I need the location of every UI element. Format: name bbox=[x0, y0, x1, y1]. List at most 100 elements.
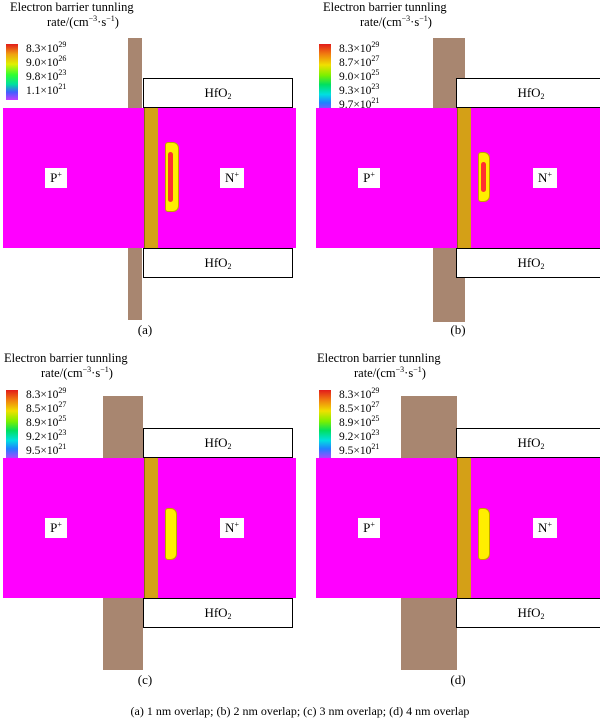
n-plus-text: N bbox=[225, 520, 235, 535]
legend-value: 9.5×10 bbox=[26, 445, 59, 457]
legend-entry: 8.9×1025 bbox=[339, 415, 379, 430]
legend-value: 8.5×10 bbox=[339, 403, 372, 415]
legend-entry: 8.3×1029 bbox=[339, 41, 379, 56]
legend-exponent: 23 bbox=[371, 82, 380, 91]
n-plus-label: N+ bbox=[533, 168, 557, 188]
hfo2-top-label: HfO bbox=[204, 85, 228, 100]
legend-colorbar bbox=[319, 44, 331, 114]
hfo2-subscript: 2 bbox=[227, 92, 232, 101]
legend-entry: 8.3×1029 bbox=[26, 386, 67, 402]
n-plus-label: N+ bbox=[220, 518, 244, 538]
legend-entry: 8.3×1029 bbox=[26, 41, 66, 56]
hfo2-top-box: HfO2 bbox=[143, 78, 293, 108]
panel-caption: (b) bbox=[450, 322, 466, 337]
unit-exponent: −3 bbox=[82, 365, 92, 374]
legend-title-line2: rate/(cm−3·s−1) bbox=[10, 15, 134, 30]
legend-value: 9.0×10 bbox=[339, 71, 372, 83]
legend-value: 8.3×10 bbox=[339, 389, 372, 401]
hfo2-subscript: 2 bbox=[227, 442, 232, 451]
hfo2-top-box: HfO2 bbox=[456, 428, 600, 458]
legend-entry: 8.3×1029 bbox=[339, 387, 379, 402]
n-plus-text: N bbox=[225, 170, 235, 185]
legend-title-unit-end: ) bbox=[108, 366, 113, 380]
legend-title-unit: rate/(cm bbox=[47, 15, 89, 29]
legend-title-unit-mid: ·s bbox=[97, 15, 107, 29]
hfo2-subscript: 2 bbox=[540, 442, 545, 451]
p-plus-text: P bbox=[50, 520, 58, 535]
unit-exponent: −3 bbox=[395, 365, 405, 374]
hfo2-subscript: 2 bbox=[540, 92, 545, 101]
legend-exponent: 21 bbox=[58, 82, 67, 91]
tunneling-peak bbox=[481, 162, 486, 192]
n-plus-sup: + bbox=[234, 170, 239, 179]
p-plus-text: P bbox=[363, 520, 371, 535]
panel-caption: (a) bbox=[137, 322, 153, 337]
p-plus-region bbox=[316, 108, 457, 248]
legend-title-unit-mid: ·s bbox=[410, 15, 420, 29]
legend-value: 9.2×10 bbox=[26, 431, 59, 443]
legend-title-text: Electron barrier tunnling bbox=[317, 351, 441, 365]
hfo2-subscript: 2 bbox=[227, 612, 232, 621]
legend-exponent: 25 bbox=[58, 414, 67, 423]
legend-title-unit: rate/(cm bbox=[360, 15, 402, 29]
legend-exponent: 23 bbox=[58, 68, 67, 77]
p-plus-label: P+ bbox=[45, 518, 67, 538]
p-plus-region bbox=[3, 458, 144, 598]
hfo2-bottom-label: HfO bbox=[204, 255, 228, 270]
legend-entry: 8.7×1027 bbox=[339, 54, 380, 70]
legend-exponent: 21 bbox=[371, 442, 380, 451]
p-plus-text: P bbox=[363, 170, 371, 185]
legend-title-unit-mid: ·s bbox=[404, 366, 414, 380]
legend-title-line2: rate/(cm−3·s−1) bbox=[317, 366, 441, 381]
legend-title-line1: Electron barrier tunnling bbox=[4, 351, 128, 366]
p-plus-text: P bbox=[50, 170, 58, 185]
legend-exponent: 25 bbox=[371, 68, 380, 77]
legend-exponent: 23 bbox=[371, 428, 380, 437]
n-plus-label: N+ bbox=[533, 518, 557, 538]
unit-exponent: −1 bbox=[419, 14, 428, 23]
n-plus-sup: + bbox=[547, 520, 552, 529]
legend-title-unit: rate/(cm bbox=[41, 366, 83, 380]
n-plus-label: N+ bbox=[220, 168, 244, 188]
hfo2-bottom-label: HfO bbox=[204, 605, 228, 620]
legend-entry: 9.5×1021 bbox=[26, 442, 67, 458]
p-plus-label: P+ bbox=[358, 518, 380, 538]
unit-exponent: −1 bbox=[106, 14, 115, 23]
hfo2-top-box: HfO2 bbox=[143, 428, 293, 458]
legend-title-text: Electron barrier tunnling bbox=[4, 351, 128, 365]
legend-entry: 9.2×1023 bbox=[26, 429, 66, 444]
tunneling-peak bbox=[168, 152, 173, 202]
legend-entry: 8.5×1027 bbox=[26, 400, 67, 416]
hfo2-top-box: HfO2 bbox=[456, 78, 600, 108]
legend-title-line1: Electron barrier tunnling bbox=[323, 0, 447, 15]
legend-value: 8.9×10 bbox=[339, 417, 372, 429]
legend-exponent: 21 bbox=[58, 442, 67, 451]
legend-title-line2: rate/(cm−3·s−1) bbox=[323, 15, 447, 30]
hfo2-bottom-box: HfO2 bbox=[456, 248, 600, 278]
unit-exponent: −3 bbox=[401, 14, 411, 23]
legend-exponent: 21 bbox=[371, 96, 380, 105]
p-plus-region bbox=[316, 458, 457, 598]
legend-exponent: 29 bbox=[58, 386, 67, 395]
legend-entry: 8.9×1025 bbox=[26, 414, 67, 430]
hfo2-bottom-label: HfO bbox=[517, 255, 541, 270]
legend-title-unit-end: ) bbox=[427, 15, 432, 29]
legend-title-text: Electron barrier tunnling bbox=[323, 0, 447, 14]
legend-exponent: 27 bbox=[371, 54, 380, 63]
legend-exponent: 26 bbox=[58, 54, 67, 63]
n-plus-sup: + bbox=[234, 520, 239, 529]
legend-colorbar bbox=[319, 390, 331, 460]
tunneling-hotspot bbox=[478, 508, 490, 560]
legend-entry: 9.3×1023 bbox=[339, 82, 380, 98]
legend-value: 9.0×10 bbox=[26, 57, 59, 69]
hfo2-bottom-box: HfO2 bbox=[143, 248, 293, 278]
interface-layer bbox=[144, 458, 158, 598]
panel-caption: (d) bbox=[450, 672, 466, 687]
legend-exponent: 27 bbox=[58, 400, 67, 409]
legend-exponent: 27 bbox=[371, 400, 380, 409]
legend-entry: 9.2×1023 bbox=[339, 428, 380, 444]
interface-layer bbox=[144, 108, 158, 248]
